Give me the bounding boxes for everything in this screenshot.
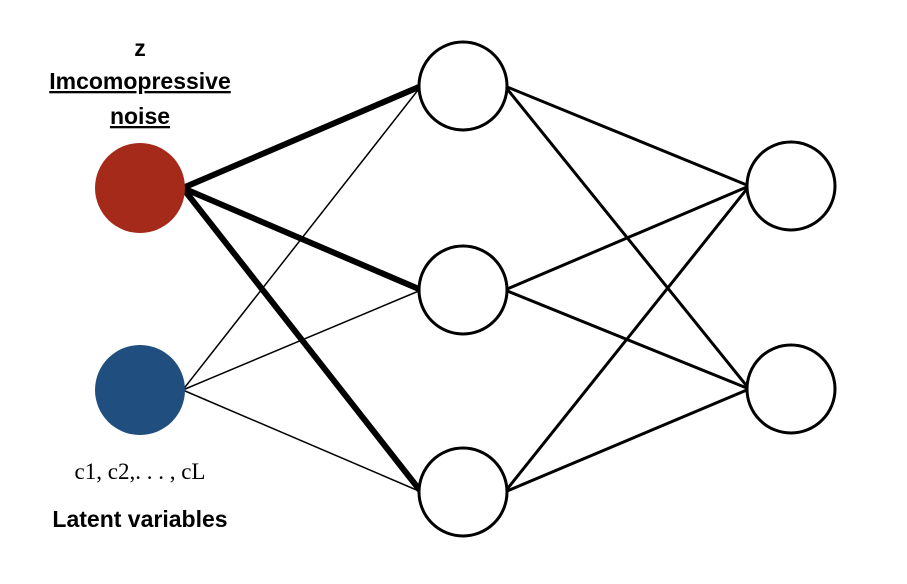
edge-latent-to-hidden-2 xyxy=(182,289,422,391)
node-output-1 xyxy=(745,140,837,232)
node-hidden-1 xyxy=(417,40,509,132)
latent-codes-label: c1, c2,. . . , cL xyxy=(75,459,206,484)
edge-latent-to-hidden-3 xyxy=(182,389,422,493)
latent-variables-label: Latent variables xyxy=(52,506,227,532)
noise-label-line1: Imcomopressive xyxy=(49,68,231,94)
node-output-2 xyxy=(745,343,837,435)
edge-noise-to-hidden-1 xyxy=(179,83,425,191)
z-label: z xyxy=(134,35,146,61)
node-latent xyxy=(95,345,185,435)
nodes-layer xyxy=(95,40,837,538)
edge-latent-to-hidden-1 xyxy=(182,85,422,391)
noise-label-line2: noise xyxy=(110,103,170,129)
edge-hidden-3-to-output-2 xyxy=(503,387,751,494)
node-hidden-3 xyxy=(417,446,509,538)
edge-hidden-3-to-output-1 xyxy=(503,184,751,494)
edge-hidden-2-to-output-1 xyxy=(503,184,751,292)
node-noise xyxy=(95,143,185,233)
node-hidden-2 xyxy=(417,244,509,336)
edges-layer xyxy=(179,83,751,495)
edge-hidden-1-to-output-1 xyxy=(503,84,751,188)
